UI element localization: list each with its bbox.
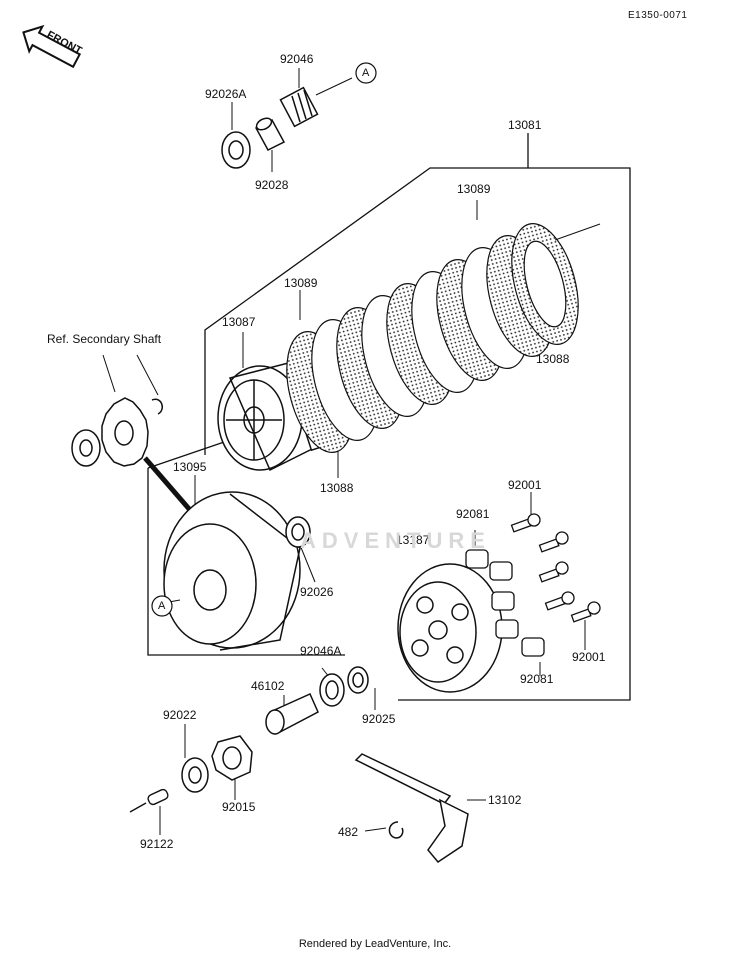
callout-a-bottom-icon bbox=[151, 595, 173, 617]
part-label-13102: 13102 bbox=[488, 793, 522, 807]
callout-a-top-icon bbox=[355, 62, 377, 84]
clutch-housing-13095-part bbox=[163, 491, 301, 651]
part-label-13095: 13095 bbox=[173, 460, 207, 474]
washer-92022-part bbox=[181, 757, 209, 793]
clutch-assembly-outline bbox=[147, 133, 631, 701]
pin-92122-part bbox=[129, 788, 169, 813]
part-label-13089-left: 13089 bbox=[284, 276, 318, 290]
part-label-92028: 92028 bbox=[255, 178, 289, 192]
part-label-92122: 92122 bbox=[140, 837, 174, 851]
front-arrow-icon bbox=[22, 24, 82, 69]
bolts-92001-part bbox=[510, 513, 601, 623]
part-label-13088-right: 13088 bbox=[536, 352, 570, 366]
clutch-springs-92081-part bbox=[465, 549, 545, 657]
part-label-92081-bottom: 92081 bbox=[520, 672, 554, 686]
nut-92015-part bbox=[211, 735, 253, 781]
part-label-92081-top: 92081 bbox=[456, 507, 490, 521]
part-label-13187: 13187 bbox=[396, 533, 430, 547]
part-label-92001-bottom: 92001 bbox=[572, 650, 606, 664]
part-label-92026a: 92026A bbox=[205, 87, 247, 101]
pusher-46102-part bbox=[265, 693, 319, 735]
part-label-92015: 92015 bbox=[222, 800, 256, 814]
part-label-46102: 46102 bbox=[251, 679, 285, 693]
needle-bearing-92046-part bbox=[279, 86, 319, 128]
secondary-shaft-link-line bbox=[143, 456, 192, 512]
watermark: ADVENTURE bbox=[300, 528, 491, 553]
plate-axis-line bbox=[554, 223, 601, 241]
part-label-13081: 13081 bbox=[508, 118, 542, 132]
part-label-92025: 92025 bbox=[362, 712, 396, 726]
bearing-92046a-part bbox=[319, 673, 345, 707]
ref-secondary-shaft-note: Ref. Secondary Shaft bbox=[47, 332, 162, 346]
washer-92026-part bbox=[285, 516, 311, 548]
release-shaft-13102-part bbox=[354, 753, 469, 863]
diagram-code: E1350-0071 bbox=[628, 10, 688, 21]
footer-credit: Rendered by LeadVenture, Inc. bbox=[298, 938, 452, 950]
callout-a-top-label: A bbox=[362, 67, 370, 79]
circlip-482-part bbox=[388, 821, 404, 839]
part-label-13087: 13087 bbox=[222, 315, 256, 329]
part-label-92046: 92046 bbox=[280, 52, 314, 66]
part-label-13089-right: 13089 bbox=[457, 182, 491, 196]
spacer-92026a-part bbox=[221, 131, 251, 169]
part-label-92046a: 92046A bbox=[300, 644, 342, 658]
pressure-plate-13187-part bbox=[397, 563, 503, 693]
secondary-shaft-gear-part bbox=[71, 397, 163, 467]
washer-92025-part bbox=[347, 666, 369, 694]
sleeve-92028-part bbox=[254, 117, 286, 151]
part-label-92026: 92026 bbox=[300, 585, 334, 599]
callout-a-bottom-label: A bbox=[158, 600, 166, 612]
part-label-92001-top: 92001 bbox=[508, 478, 542, 492]
part-label-482: 482 bbox=[338, 825, 359, 839]
clutch-plate-stack-part bbox=[286, 223, 579, 453]
part-label-13088-bottom: 13088 bbox=[320, 481, 354, 495]
part-label-92022: 92022 bbox=[163, 708, 197, 722]
